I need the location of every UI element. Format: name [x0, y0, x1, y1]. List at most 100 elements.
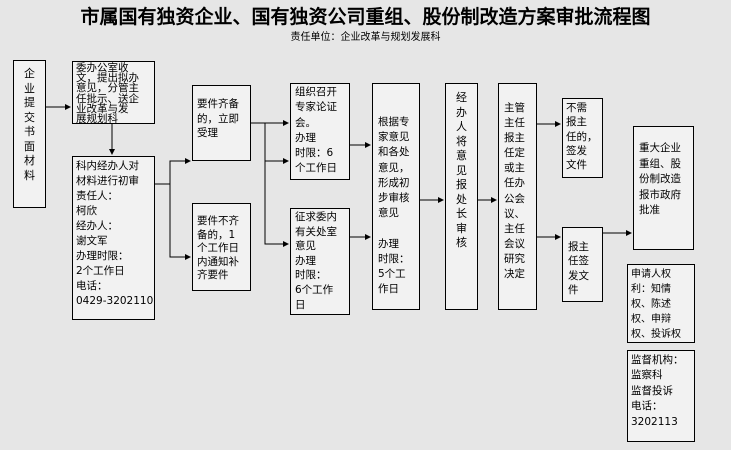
node-submit-materials: 企业提交书面材料 [13, 60, 46, 208]
arrow-complete-to-opinions [264, 161, 289, 247]
box-line: 任批示、送企 [76, 92, 139, 105]
box-line: 时限：6 [295, 147, 334, 160]
box-line: 任办 [504, 177, 525, 190]
node-initial-review: 科内经办人对材料进行初审责任人：柯欣经办人：谢文军办理时限：2个工作日电话：04… [72, 156, 155, 320]
box-line: 主任 [504, 117, 525, 130]
box-line: 权、投诉权 [631, 329, 681, 340]
box-line: 核 [456, 236, 467, 249]
box-line: 办理 [378, 237, 399, 250]
box-line: 报主 [504, 132, 525, 145]
box-line: 重组、股 [639, 157, 681, 170]
box-line: 业 [24, 81, 35, 95]
box-line: 处 [456, 192, 467, 206]
box-line: 监督机构： [631, 354, 684, 366]
box-line: 意 [456, 149, 467, 162]
node-report-government: 重大企业重组、股份制改造报市政府批准 [633, 126, 694, 250]
box-line: 备的，1 [197, 228, 236, 241]
box-line: 受理 [197, 127, 218, 139]
node-director-sign: 报主任签发文件 [562, 227, 603, 302]
box-line: 报主 [566, 116, 587, 129]
box-line: 意见 [378, 207, 399, 220]
box-line: 意见，分管主 [76, 82, 139, 95]
box-line: 要件不齐 [197, 215, 239, 227]
box-line: 会议 [504, 237, 525, 250]
box-line: 和各处 [378, 146, 410, 159]
box-line: 组织召开 [295, 86, 337, 98]
box-line: 个工作日 [197, 242, 239, 255]
box-line: 任定 [504, 147, 525, 160]
box-line: 任签 [568, 255, 589, 268]
box-line: 监督投诉 [631, 384, 673, 397]
box-line: 办理 [295, 131, 316, 144]
box-line: 有关处室 [295, 225, 337, 238]
node-director-decision: 主管主任报主任定或主任办公会议、主任会议研究决定 [498, 83, 537, 310]
box-line: 委办公室收 [76, 62, 129, 74]
box-line: 个工作日 [295, 162, 337, 175]
box-line: 材料进行初审 [76, 175, 139, 187]
box-line: 交 [24, 110, 35, 124]
box-line: 企 [24, 67, 35, 80]
box-line: 主管 [504, 102, 525, 114]
box-line: 权、申辩 [631, 314, 671, 325]
box-line: 的，立即 [197, 112, 239, 125]
box-line: 提 [24, 96, 35, 109]
box-line: 齐要件 [197, 269, 229, 282]
responsible-unit: 责任单位：企业改革与规划发展科 [290, 32, 441, 43]
box-line: 公会 [504, 192, 525, 205]
box-line: 责任人： [76, 190, 118, 202]
box-line: 展规划科 [76, 113, 118, 124]
box-line [378, 221, 415, 236]
box-line: 长 [456, 207, 467, 220]
box-line: 不需 [566, 102, 587, 114]
box-line: 意见， [378, 161, 410, 174]
box-line: 办理时限： [76, 250, 129, 262]
arrow-review-split [154, 183, 191, 260]
box-line: 办 [456, 105, 467, 119]
box-line: 形成初 [378, 176, 410, 189]
box-line: 柯欣 [76, 205, 97, 217]
box-line: 6个工作 [295, 283, 334, 296]
box-line: 3202113 [631, 415, 678, 428]
box-line: 议、 [504, 207, 525, 220]
box-line: 重大企业 [639, 142, 681, 154]
box-line: 或主 [504, 162, 525, 175]
node-handler-report: 经办人将意见报处长审核 [445, 83, 478, 310]
box-line: 步审核 [378, 192, 410, 205]
box-line: 申请人权 [631, 269, 671, 280]
box-line: 书 [24, 125, 35, 138]
box-line: 将 [456, 134, 467, 148]
box-line: 报 [456, 178, 467, 191]
node-supervision: 监督机构：监察科监督投诉电话：3202113 [627, 350, 695, 442]
box-line: 办理 [295, 254, 316, 267]
box-line: 材 [24, 154, 35, 167]
node-office-receipt: 委办公室收文，提出拟办意见，分管主任批示、送企业改革与发展规划科 [72, 61, 155, 124]
box-line: 报主 [568, 241, 589, 253]
box-line: 经 [456, 91, 467, 104]
box-line: 权、陈述 [631, 299, 671, 310]
box-line: 意见 [295, 240, 316, 253]
box-line: 报市政府 [639, 188, 681, 201]
node-applicant-rights: 申请人权利：知情权、陈述权、申辩权、投诉权 [627, 264, 695, 343]
box-line: 料 [24, 168, 35, 182]
box-line: 专家论证 [295, 101, 337, 114]
box-line: 时限： [378, 252, 410, 265]
box-line: 发文 [568, 269, 589, 282]
box-line: 文，提出拟办 [76, 72, 139, 85]
box-line: 研究 [504, 252, 525, 265]
box-line: 批准 [639, 204, 660, 216]
box-line: 面 [24, 139, 35, 153]
box-line: 签发 [566, 144, 587, 157]
box-line: 见 [456, 163, 467, 177]
box-line: 审 [456, 221, 467, 235]
box-line: 主任 [504, 222, 525, 235]
box-line: 5个工 [378, 268, 406, 281]
box-line: 2个工作日 [76, 265, 125, 277]
box-line: 份制改造 [639, 173, 681, 185]
box-line: 利：知情 [631, 284, 671, 295]
node-expert-meeting: 组织召开专家论证会。办理时限：6 个工作日 [290, 83, 350, 180]
box-line: 0429-3202110 [76, 295, 154, 307]
node-seek-opinions: 征求委内有关处室意见办理时限：6个工作日 [290, 208, 350, 315]
box-line: 根据专 [378, 116, 410, 128]
box-line: 会。 [295, 116, 316, 129]
box-line: 电话： [631, 400, 663, 413]
